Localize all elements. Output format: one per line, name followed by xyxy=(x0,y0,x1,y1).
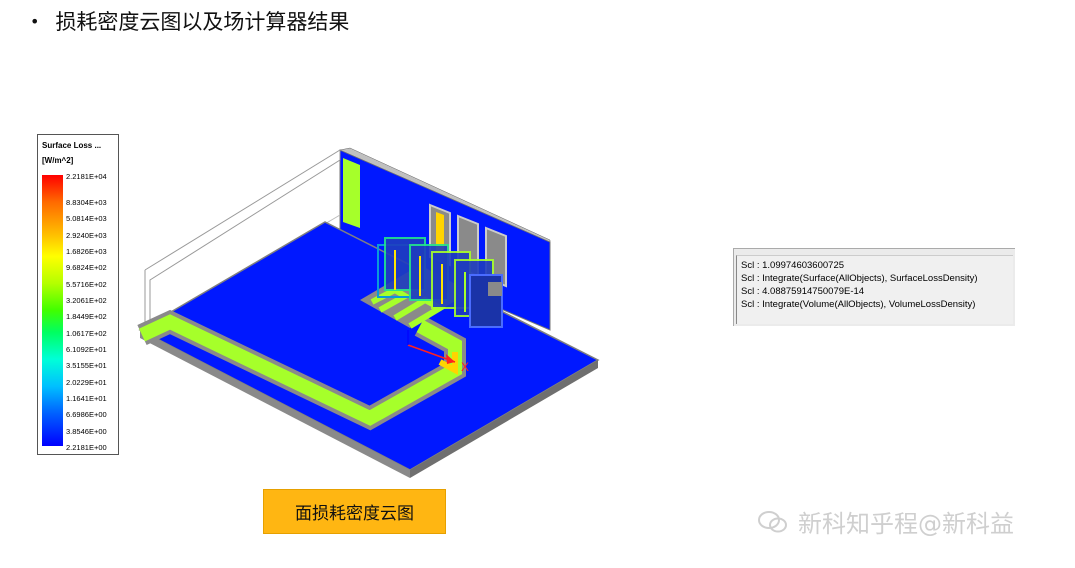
legend-tick-label: 6.1092E+01 xyxy=(66,345,107,354)
legend-tick-label: 2.2181E+04 xyxy=(66,172,107,181)
legend-title: Surface Loss ... xyxy=(42,141,102,150)
legend-tick-label: 3.5155E+01 xyxy=(66,361,107,371)
calc-line-1: Scl : 1.09974603600725 xyxy=(741,260,845,271)
caption-text: 面损耗密度云图 xyxy=(295,504,414,524)
legend-labels: 2.2181E+04 8.8304E+03 5.0814E+03 2.9240E+03… xyxy=(66,172,118,452)
back-wall-edge xyxy=(339,147,551,243)
board-side-left xyxy=(140,330,410,478)
axis-label-x: X xyxy=(461,360,469,374)
legend-color-bar xyxy=(42,175,63,446)
watermark: 新科知乎程@新科益 xyxy=(758,504,1014,539)
watermark-text: 新科知乎程@新科益 xyxy=(798,510,1014,538)
legend-tick-label: 3.8546E+00 xyxy=(66,426,107,436)
component-group xyxy=(377,237,503,328)
slide-title-text: 损耗密度云图以及场计算器结果 xyxy=(55,10,350,34)
legend-tick-label: 1.1641E+01 xyxy=(66,394,107,403)
caption-box: 面损耗密度云图 xyxy=(263,489,446,534)
calc-line-4: Scl : Integrate(Volume(AllObjects), Volu… xyxy=(741,299,976,310)
legend-tick-label: 8.8304E+03 xyxy=(66,198,107,207)
calc-line-2: Scl : Integrate(Surface(AllObjects), Sur… xyxy=(741,273,978,284)
slide-title: • 损耗密度云图以及场计算器结果 xyxy=(30,6,349,36)
legend-tick-label: 3.2061E+02 xyxy=(66,296,107,305)
legend-tick-label: 1.0617E+02 xyxy=(66,328,107,338)
legend-tick-label: 9.6824E+02 xyxy=(66,263,107,273)
legend-tick-label: 1.8449E+02 xyxy=(66,312,107,322)
trace-hotspot xyxy=(438,352,458,375)
field-calculator-output[interactable]: Scl : 1.09974603600725 Scl : Integrate(S… xyxy=(733,248,1015,326)
legend-tick-label: 5.5716E+02 xyxy=(66,279,107,289)
copper-trace-loss xyxy=(139,314,462,426)
legend-unit: [W/m^2] xyxy=(42,156,74,165)
legend-tick-label: 2.0229E+01 xyxy=(66,377,107,387)
legend-tick-label: 5.0814E+03 xyxy=(66,214,107,224)
legend-tick-label: 2.2181E+00 xyxy=(66,443,107,452)
back-wall-frame xyxy=(343,158,360,228)
calc-line-3: Scl : 4.08875914750079E-14 xyxy=(741,286,865,297)
legend-tick-label: 2.9240E+03 xyxy=(66,230,107,240)
wechat-icon xyxy=(758,510,787,532)
color-legend: Surface Loss ... [W/m^2] 2.2181E+04 8.830… xyxy=(37,134,119,455)
bullet-icon: • xyxy=(30,11,40,31)
legend-tick-label: 6.6986E+00 xyxy=(66,410,107,420)
board-side-right xyxy=(410,360,598,478)
legend-tick-label: 1.6826E+03 xyxy=(66,247,107,256)
axis-arrow-x xyxy=(446,354,455,364)
